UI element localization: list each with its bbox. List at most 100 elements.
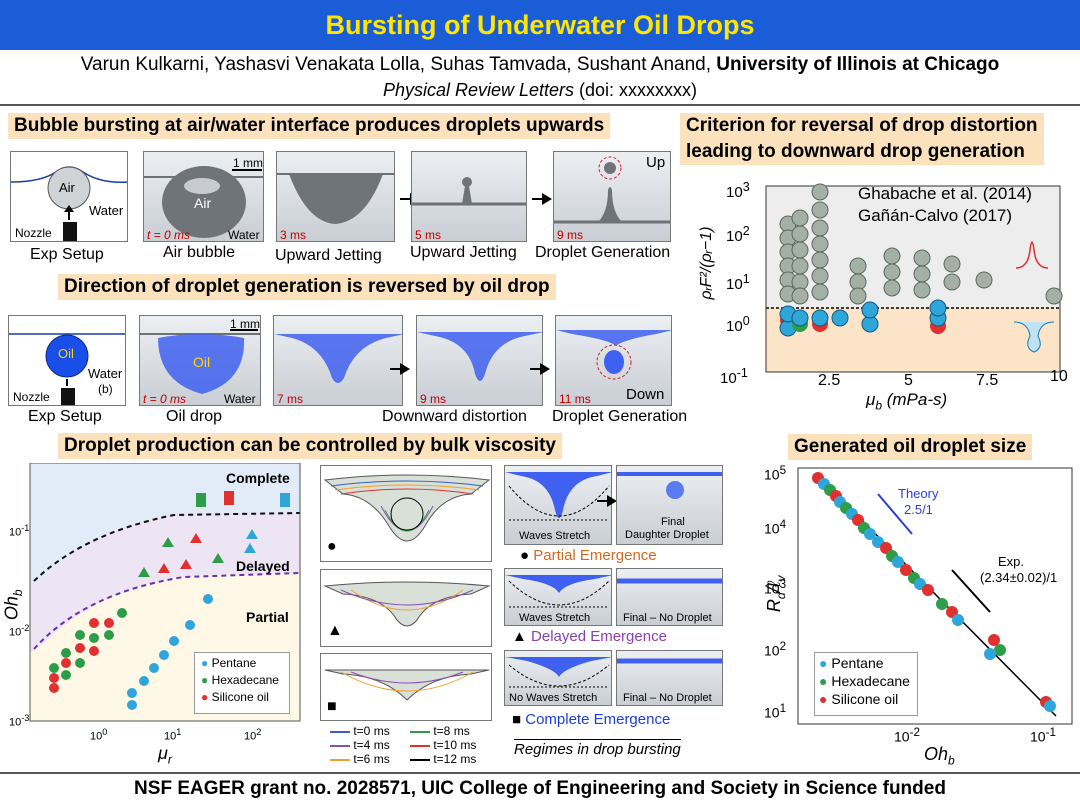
x-tick-label: 10-1 bbox=[1030, 726, 1056, 745]
jet-shape-2 bbox=[412, 177, 526, 206]
setup-nozzle-label: Nozzle bbox=[13, 390, 50, 404]
x-tick-label: 101 bbox=[164, 727, 182, 743]
daughter-droplet-label: Daughter Droplet bbox=[625, 529, 709, 541]
droplet-up-photo: 9 ms Up bbox=[553, 151, 671, 242]
delayed-no-droplet-photo: Final – No Droplet bbox=[616, 568, 723, 626]
final-no-droplet-label: Final – No Droplet bbox=[623, 612, 712, 624]
x-tick-label: 5 bbox=[904, 372, 913, 389]
y-tick-label: 10-1 bbox=[9, 523, 30, 539]
exp-slope-label: (2.34±0.02)/1 bbox=[980, 570, 1058, 585]
time-legend-item: t=12 ms bbox=[410, 752, 476, 766]
bubble-setup-drawing bbox=[11, 166, 127, 241]
y-tick-label: 10-2 bbox=[9, 623, 30, 639]
complete-profile-curves bbox=[324, 669, 490, 701]
profile-panel-partial: ● bbox=[320, 465, 492, 562]
top-divider bbox=[0, 104, 1080, 106]
oil-caption-3: Downward distortion bbox=[382, 408, 527, 425]
arrow-right-icon bbox=[532, 193, 552, 205]
size-x-axis-label: Ohb bbox=[924, 744, 955, 768]
x-axis-label: μr bbox=[158, 743, 172, 767]
affiliation: University of Illinois at Chicago bbox=[716, 54, 1000, 75]
air-inner-label: Air bbox=[194, 195, 212, 211]
bubble-heading: Bubble bursting at air/water interface p… bbox=[8, 113, 611, 139]
size-data-points bbox=[812, 472, 1056, 712]
time-label-11ms: 11 ms bbox=[559, 392, 591, 406]
criterion-chart: Ghabache et al. (2014) Gañán-Calvo (2017… bbox=[688, 178, 1076, 412]
viscosity-legend: ● Pentane ● Hexadecane ● Silicone oil bbox=[194, 652, 290, 714]
time-legend-item: t=10 ms bbox=[410, 738, 476, 752]
droplet-down-photo: 11 ms Down bbox=[555, 315, 672, 406]
droplet-up-shape bbox=[554, 156, 670, 224]
daughter-droplet-shape bbox=[617, 472, 722, 499]
upward-jet-photo-1: 3 ms bbox=[276, 151, 395, 242]
oil-distort-shape-1 bbox=[274, 334, 402, 383]
oil-caption-1: Exp Setup bbox=[28, 408, 102, 425]
funding-footer: NSF EAGER grant no. 2028571, UIC College… bbox=[134, 778, 946, 799]
oil-setup-panel: Oil Water (b) Nozzle bbox=[8, 315, 126, 406]
air-bubble-shape bbox=[144, 166, 263, 238]
legend-entry-hexadecane: ● Hexadecane bbox=[819, 673, 910, 689]
x-tick-label: 102 bbox=[244, 727, 262, 743]
setup-water-label: Water bbox=[89, 203, 124, 218]
circle-marker-icon: ● bbox=[327, 538, 337, 555]
air-bubble-photo: 1 mm Air t = 0 ms Water bbox=[143, 151, 264, 242]
time-label-t0: t = 0 ms bbox=[143, 392, 187, 406]
journal-name: Physical Review Letters bbox=[382, 80, 575, 100]
criterion-heading-line1: Criterion for reversal of drop distortio… bbox=[686, 115, 1038, 136]
arrow-right-icon bbox=[530, 363, 550, 375]
daughter-droplet-photo: Final Daughter Droplet bbox=[616, 465, 723, 545]
setup-nozzle-label: Nozzle bbox=[15, 226, 52, 240]
arrow-right-icon bbox=[597, 495, 617, 507]
y-tick-label: 105 bbox=[764, 464, 787, 483]
partial-emergence-label: ● Partial Emergence bbox=[520, 547, 657, 564]
criterion-heading: Criterion for reversal of drop distortio… bbox=[680, 113, 1044, 165]
criterion-plot bbox=[765, 183, 1063, 373]
time-label-3ms: 3 ms bbox=[280, 228, 307, 242]
complete-region-label: Complete bbox=[226, 470, 290, 486]
down-label: Down bbox=[626, 386, 665, 403]
theory-slope-label: 2.5/1 bbox=[904, 502, 933, 517]
delayed-waves-shape bbox=[505, 575, 611, 608]
bubble-caption-4: Upward Jetting bbox=[410, 244, 517, 261]
no-waves-stretch-label: No Waves Stretch bbox=[509, 692, 598, 704]
y-tick-label: 103 bbox=[726, 180, 750, 201]
viscosity-data-points bbox=[49, 491, 290, 710]
waves-stretch-label: Waves Stretch bbox=[519, 530, 591, 542]
setup-b-label: (b) bbox=[98, 382, 113, 396]
jet-shape-1 bbox=[277, 173, 394, 224]
viscosity-regime-chart: Complete Delayed Partial ● Pentane ● Hex… bbox=[2, 462, 316, 767]
profile-panel-delayed: ▲ bbox=[320, 569, 492, 647]
complete-emergence-label: ■ Complete Emergence bbox=[512, 711, 671, 728]
bubble-caption-1: Exp Setup bbox=[30, 246, 104, 263]
square-marker-icon: ■ bbox=[327, 698, 337, 715]
time-legend: t=0 ms t=8 ms t=4 ms t=10 ms t=6 ms t=12… bbox=[330, 724, 500, 768]
setup-oil-label: Oil bbox=[58, 346, 74, 361]
y-tick-label: 10-1 bbox=[720, 366, 748, 387]
oil-caption-2: Oil drop bbox=[166, 408, 223, 425]
journal-doi: (doi: xxxxxxxx) bbox=[574, 80, 698, 100]
bubble-setup-panel: Air Water Nozzle bbox=[10, 151, 128, 242]
reference-1: Ghabache et al. (2014) bbox=[858, 184, 1032, 203]
viscosity-heading: Droplet production can be controlled by … bbox=[58, 433, 562, 459]
x-tick-label: 10 bbox=[1050, 368, 1068, 385]
regimes-caption: Regimes in drop bursting bbox=[514, 739, 681, 758]
time-label-9ms: 9 ms bbox=[557, 228, 584, 242]
bubble-caption-2: Air bubble bbox=[163, 244, 236, 261]
exp-label: Exp. bbox=[998, 554, 1025, 569]
criterion-data-points bbox=[779, 183, 1063, 337]
oil-distortion-photo-2: 9 ms bbox=[416, 315, 543, 406]
delayed-emergence-label: ▲ Delayed Emergence bbox=[512, 628, 667, 645]
final-no-droplet-label: Final – No Droplet bbox=[623, 692, 712, 704]
legend-entry-pentane: ● Pentane bbox=[819, 655, 884, 671]
oil-caption-4: Droplet Generation bbox=[552, 408, 688, 425]
time-legend-item: t=4 ms bbox=[330, 738, 390, 752]
oil-setup-drawing bbox=[9, 333, 125, 405]
partial-region-label: Partial bbox=[246, 609, 289, 625]
droplet-size-chart: Theory 2.5/1 Exp. (2.34±0.02)/1 ● Pentan… bbox=[758, 464, 1076, 769]
poster-title: Bursting of Underwater Oil Drops bbox=[0, 0, 1080, 50]
theory-label: Theory bbox=[898, 486, 939, 501]
x-tick-label: 2.5 bbox=[818, 372, 841, 389]
delayed-profile-curves bbox=[323, 581, 491, 627]
water-label: Water bbox=[224, 392, 256, 406]
complete-no-waves-photo: No Waves Stretch bbox=[504, 650, 612, 706]
